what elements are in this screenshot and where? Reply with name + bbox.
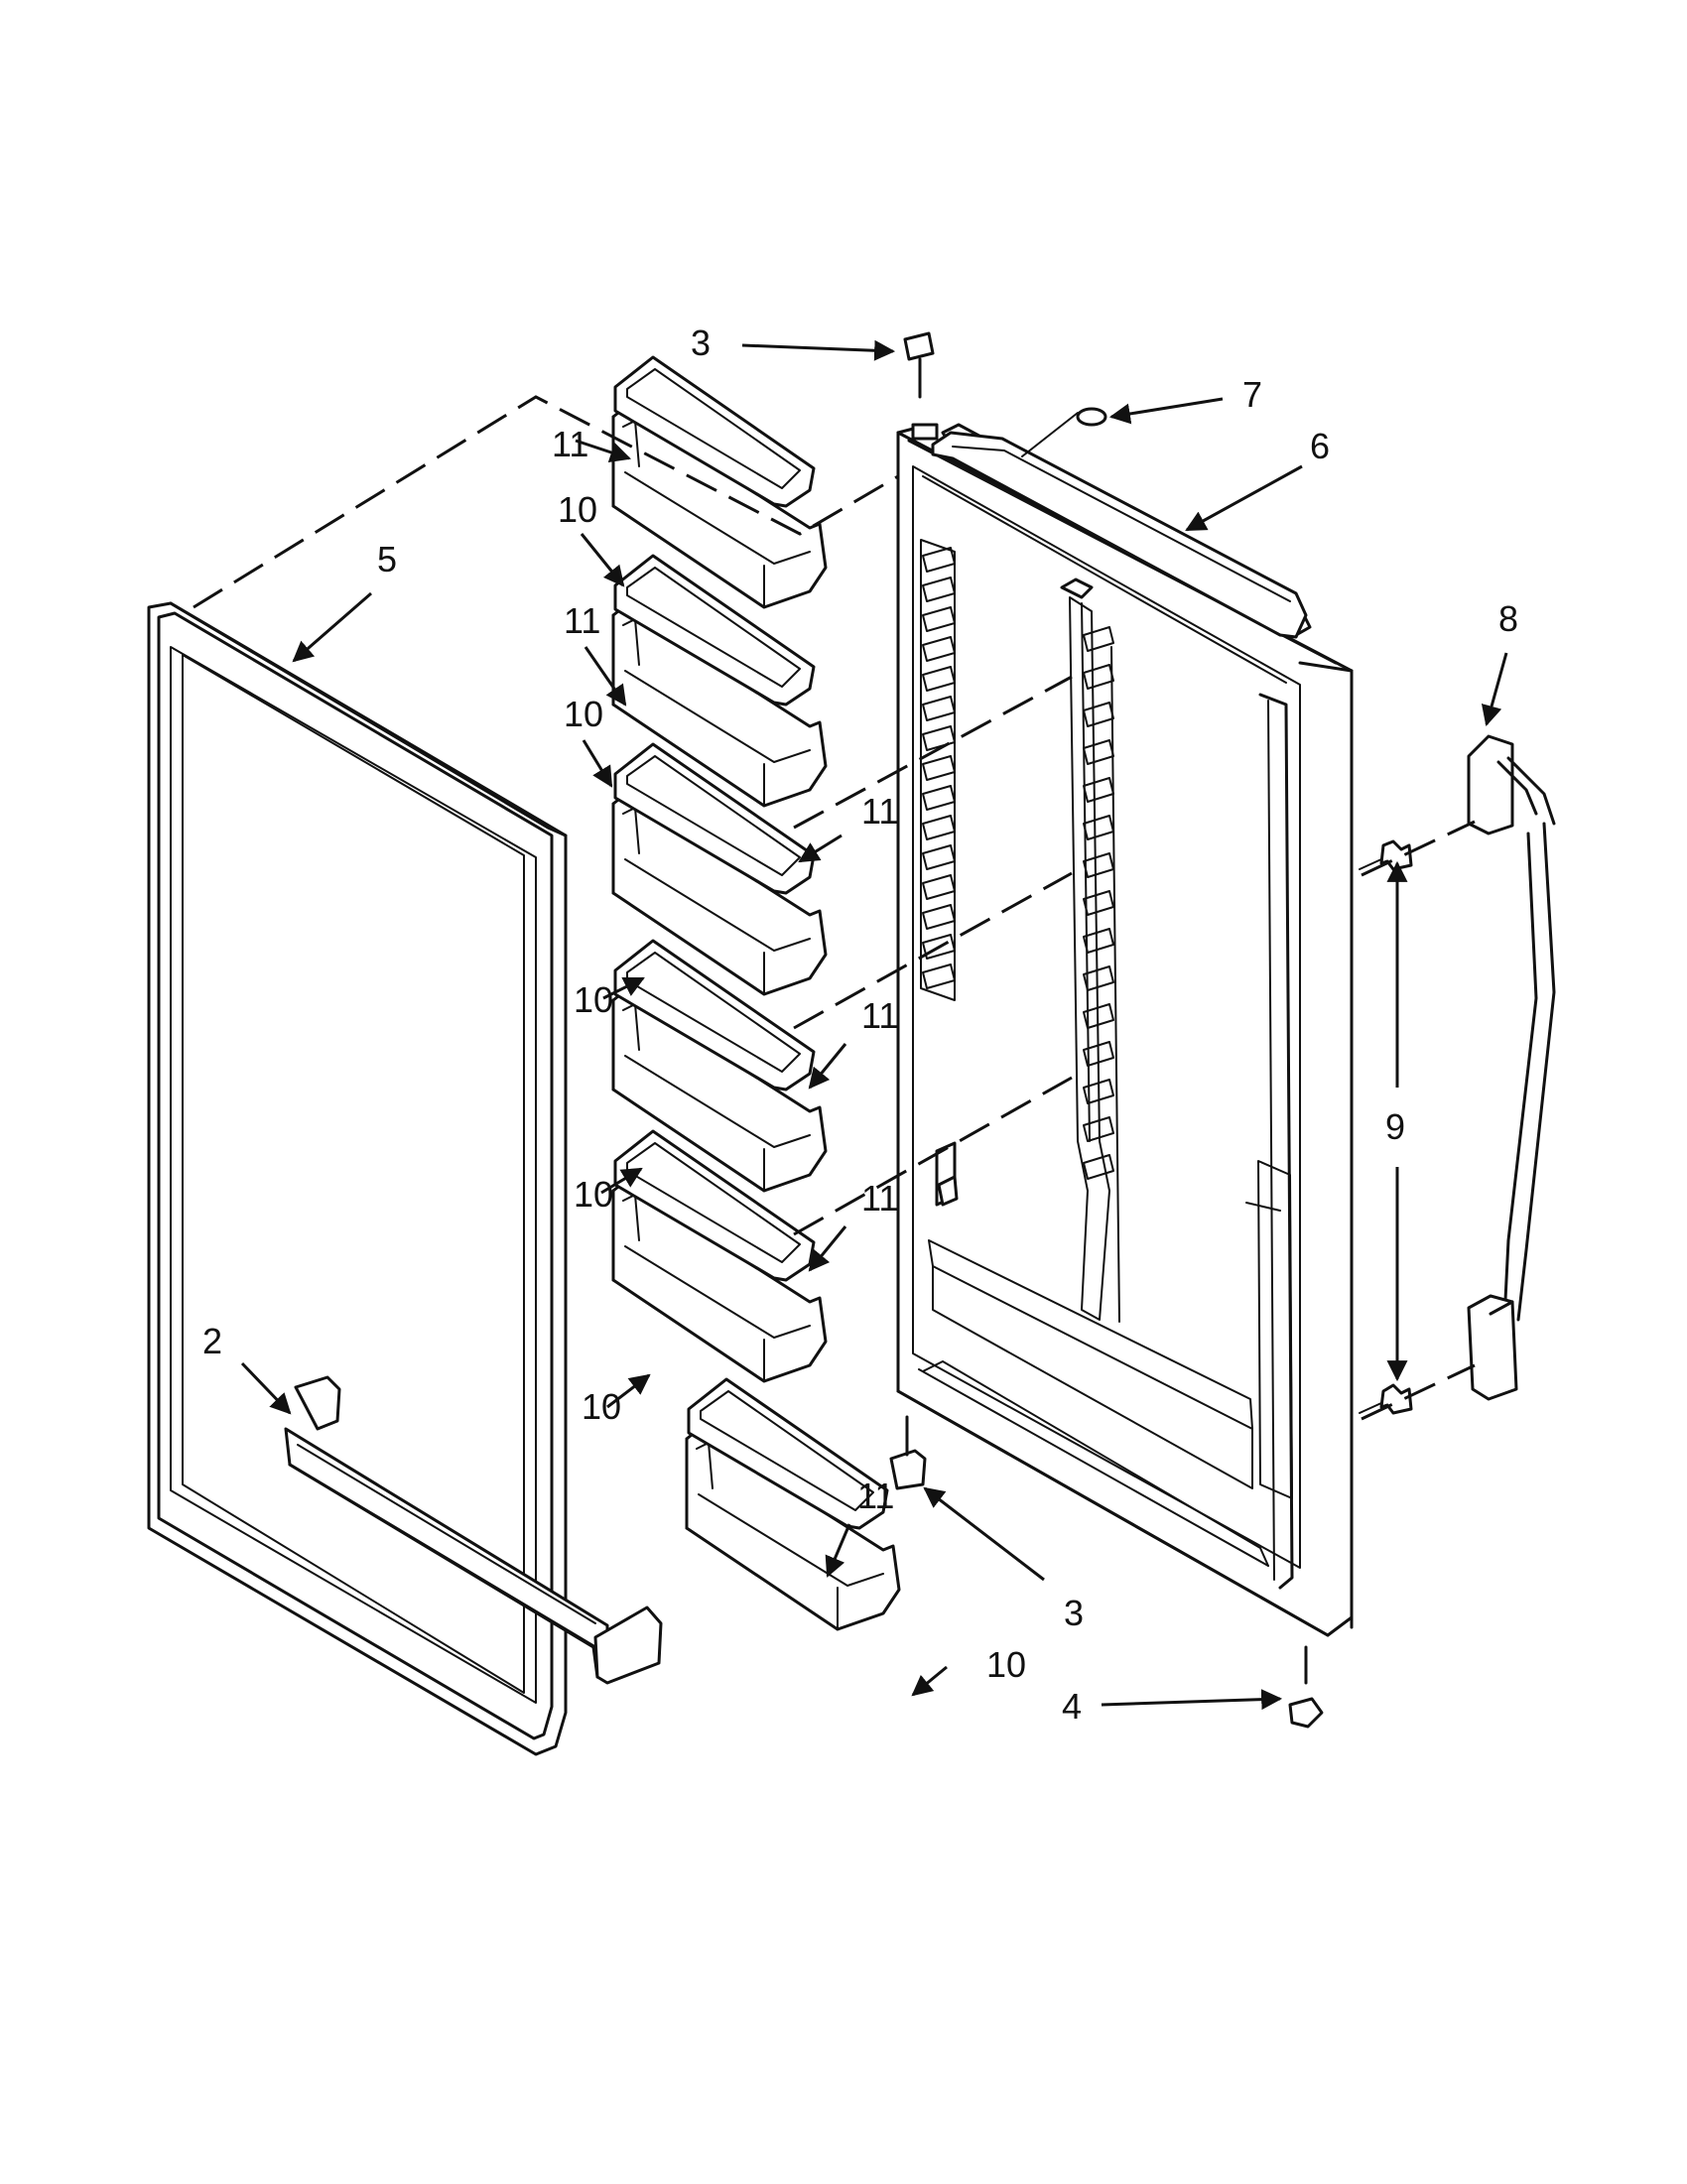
leader-10-bin-2 (582, 739, 613, 788)
callout-11-bin-2: 11 (564, 600, 600, 641)
callout-3-top: 3 (691, 322, 711, 363)
door-bin-1 (611, 355, 828, 609)
callout-labels: 3 7 6 5 8 9 2 3 4 (202, 322, 1518, 1727)
door-cap (931, 431, 1354, 673)
callout-6: 6 (1310, 426, 1330, 466)
door-closer-cam (1288, 1645, 1324, 1729)
callout-4: 4 (1062, 1686, 1082, 1727)
callout-10-bin-5: 10 (582, 1386, 621, 1427)
callout-11-bin-5: 11 (861, 1178, 898, 1219)
lower-hinge (889, 1415, 927, 1490)
callout-11-bin-4: 11 (861, 995, 898, 1036)
leader-11-bin-3 (798, 834, 843, 863)
leader-arrows (240, 339, 1508, 1711)
door-handle (1467, 734, 1556, 1401)
door-rail (284, 1375, 663, 1685)
callout-11-bin-3: 11 (861, 791, 898, 832)
leader-10-bin-1 (580, 533, 625, 587)
leader-11-bin-4 (808, 1043, 847, 1090)
leader-11-bin-1 (575, 439, 631, 462)
callout-3-bottom: 3 (1064, 1593, 1084, 1633)
callout-11-bin-6: 11 (857, 1476, 894, 1516)
callout-5: 5 (377, 539, 397, 579)
leader-10-bin-5 (606, 1373, 651, 1409)
alignment-lines (193, 395, 1476, 1421)
callout-10-bin-6: 10 (986, 1644, 1026, 1685)
callout-9: 9 (1385, 1106, 1405, 1147)
leader-10-bin-3 (602, 976, 645, 1000)
callout-10-bin-2: 10 (564, 694, 603, 734)
callout-8: 8 (1498, 598, 1518, 639)
callout-2: 2 (202, 1321, 222, 1361)
door-bins (611, 355, 901, 1631)
leader-10-bin-6 (911, 1665, 948, 1697)
door-bin-3 (611, 742, 828, 996)
door-stop-plug (1021, 407, 1107, 457)
door-bin-5 (611, 1129, 828, 1383)
door-shell (896, 431, 1354, 1637)
leader-10-bin-4 (600, 1167, 643, 1195)
leader-11-bin-2 (584, 646, 627, 707)
callout-10-bin-4: 10 (574, 1174, 613, 1215)
door-gasket (147, 601, 568, 1756)
callout-10-bin-1: 10 (558, 489, 597, 530)
door-bin-2 (611, 554, 828, 808)
callout-7: 7 (1242, 374, 1262, 415)
leader-11-bin-6 (825, 1523, 851, 1578)
door-bin-4 (611, 939, 828, 1193)
door-bin-6 (685, 1377, 901, 1631)
callout-10-bin-3: 10 (574, 979, 613, 1020)
leader-11-bin-5 (808, 1225, 847, 1272)
upper-hinge (903, 331, 939, 441)
